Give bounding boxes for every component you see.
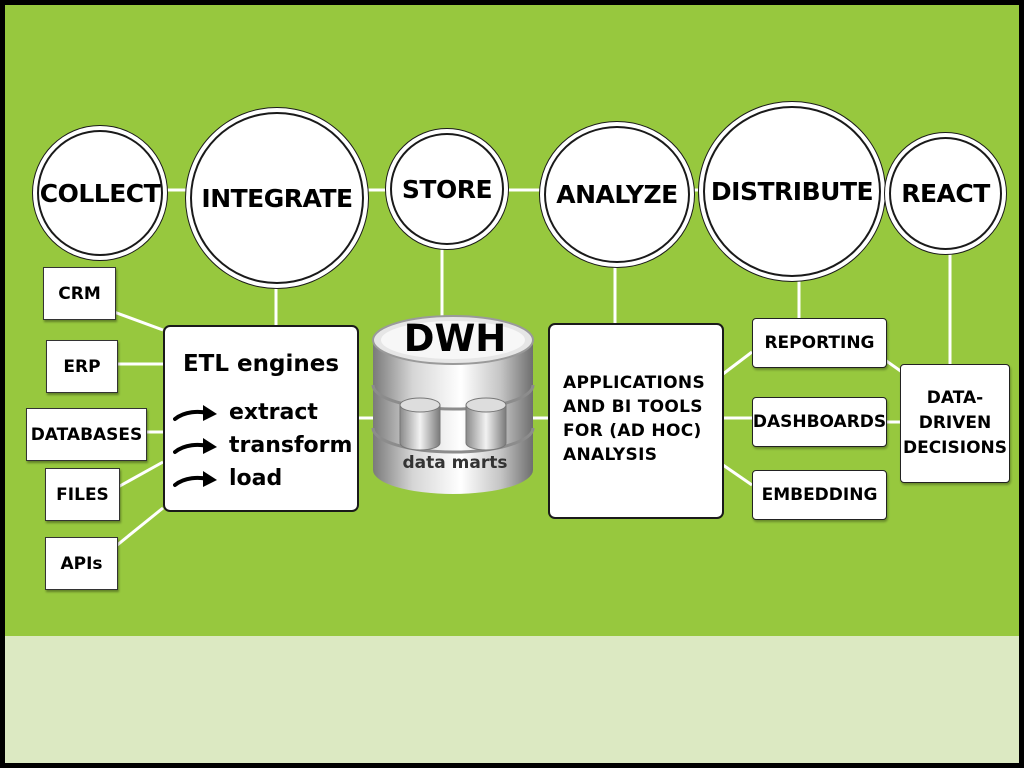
stage-react: REACT (889, 137, 1002, 250)
applications-line: AND BI TOOLS (563, 397, 703, 417)
output-embedding: EMBEDDING (752, 470, 887, 520)
etl-step-load: load (173, 466, 282, 491)
etl-step-label: load (229, 466, 283, 491)
stage-label: REACT (901, 179, 990, 208)
source-files: FILES (45, 468, 120, 521)
source-apis: APIs (45, 537, 118, 590)
stage-label: STORE (401, 174, 493, 204)
arrow-right-icon (173, 470, 217, 487)
stage-distribute: DISTRIBUTE (703, 106, 881, 277)
etl-step-extract: extract (173, 400, 318, 425)
decisions-line: DECISIONS (902, 438, 1008, 458)
stage-label: DISTRIBUTE (710, 177, 874, 206)
decisions-line: DRIVEN (918, 413, 992, 433)
stage-collect: COLLECT (37, 130, 163, 256)
arrow-right-icon (173, 404, 217, 421)
stage-store: STORE (390, 133, 504, 245)
stage-label: COLLECT (39, 178, 161, 208)
etl-engines-box: ETL engines extract transform load (163, 325, 359, 512)
output-reporting: REPORTING (752, 318, 887, 368)
output-dashboards: DASHBOARDS (752, 397, 887, 447)
stage-label: INTEGRATE (201, 183, 353, 213)
decisions-line: DATA- (926, 388, 984, 408)
arrow-right-icon (173, 437, 217, 454)
source-databases: DATABASES (26, 408, 147, 461)
source-crm: CRM (43, 267, 116, 320)
etl-title: ETL engines (182, 351, 340, 377)
applications-box: APPLICATIONS AND BI TOOLS FOR (AD HOC) A… (548, 323, 724, 519)
dwh-title: DWH (403, 317, 507, 360)
data-driven-decisions-box: DATA- DRIVEN DECISIONS (900, 364, 1010, 483)
stage-label: ANALYZE (556, 180, 678, 209)
etl-step-transform: transform (173, 433, 352, 458)
applications-text: APPLICATIONS AND BI TOOLS FOR (AD HOC) A… (563, 371, 705, 467)
stage-analyze: ANALYZE (544, 126, 690, 263)
applications-line: ANALYSIS (563, 445, 658, 465)
source-erp: ERP (46, 340, 118, 393)
etl-step-label: transform (229, 433, 353, 458)
stage-integrate: INTEGRATE (190, 112, 364, 284)
applications-line: APPLICATIONS (563, 373, 705, 393)
database-cylinder-icon (371, 315, 535, 494)
data-marts-label: data marts (402, 453, 508, 473)
applications-line: FOR (AD HOC) (563, 421, 702, 441)
etl-step-label: extract (229, 400, 318, 425)
